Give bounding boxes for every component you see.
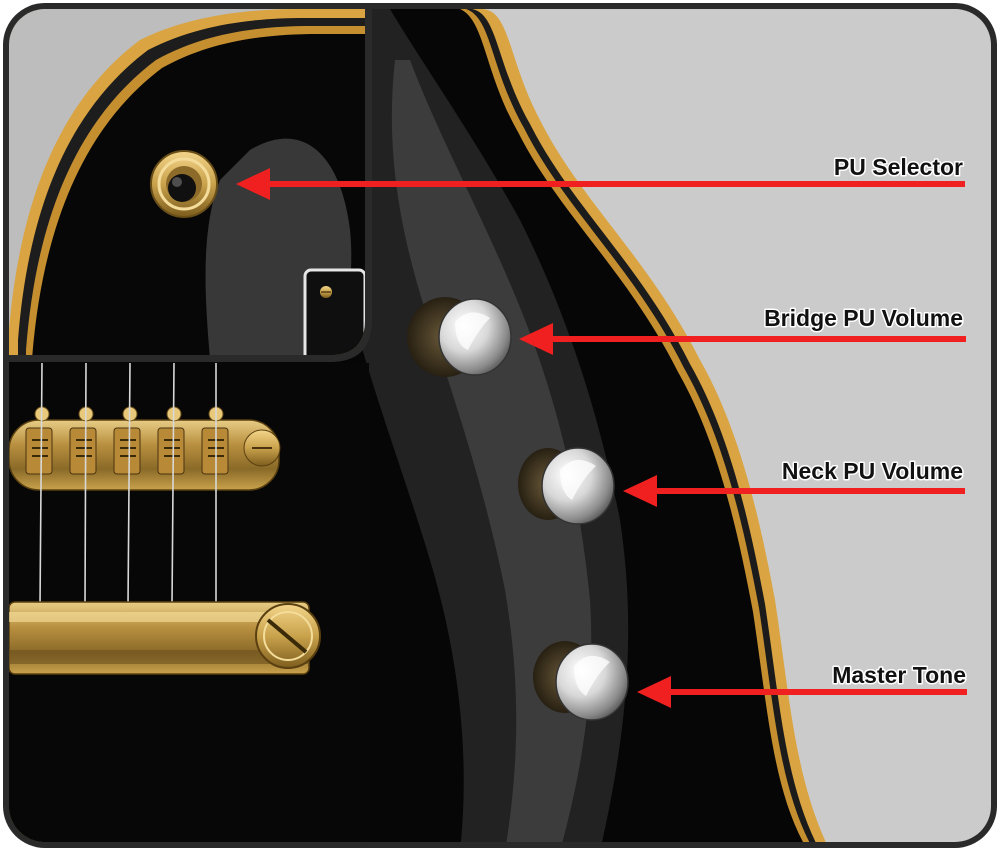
arrow-master-tone bbox=[637, 676, 967, 708]
stopbar-tailpiece bbox=[9, 601, 321, 675]
callout-arrows bbox=[236, 168, 967, 708]
label-bridge-pu-volume: Bridge PU Volume bbox=[764, 305, 963, 331]
arrow-bridge-pu-volume bbox=[519, 323, 966, 355]
label-master-tone: Master Tone bbox=[832, 662, 966, 688]
inset-selector-view bbox=[9, 9, 372, 362]
bridge-area bbox=[9, 363, 369, 842]
bridge-volume-knob bbox=[407, 297, 512, 377]
arrow-pu-selector bbox=[236, 168, 965, 200]
tune-o-matic-bridge bbox=[9, 406, 281, 491]
guitar-strings bbox=[39, 363, 217, 607]
pickup-selector-switch bbox=[150, 150, 218, 218]
tone-knob bbox=[533, 641, 629, 721]
arrow-neck-pu-volume bbox=[623, 475, 965, 507]
label-neck-pu-volume: Neck PU Volume bbox=[782, 458, 963, 484]
neck-volume-knob bbox=[518, 447, 615, 525]
callout-labels: PU Selector Bridge PU Volume Neck PU Vol… bbox=[763, 153, 968, 690]
label-pu-selector: PU Selector bbox=[834, 154, 963, 180]
